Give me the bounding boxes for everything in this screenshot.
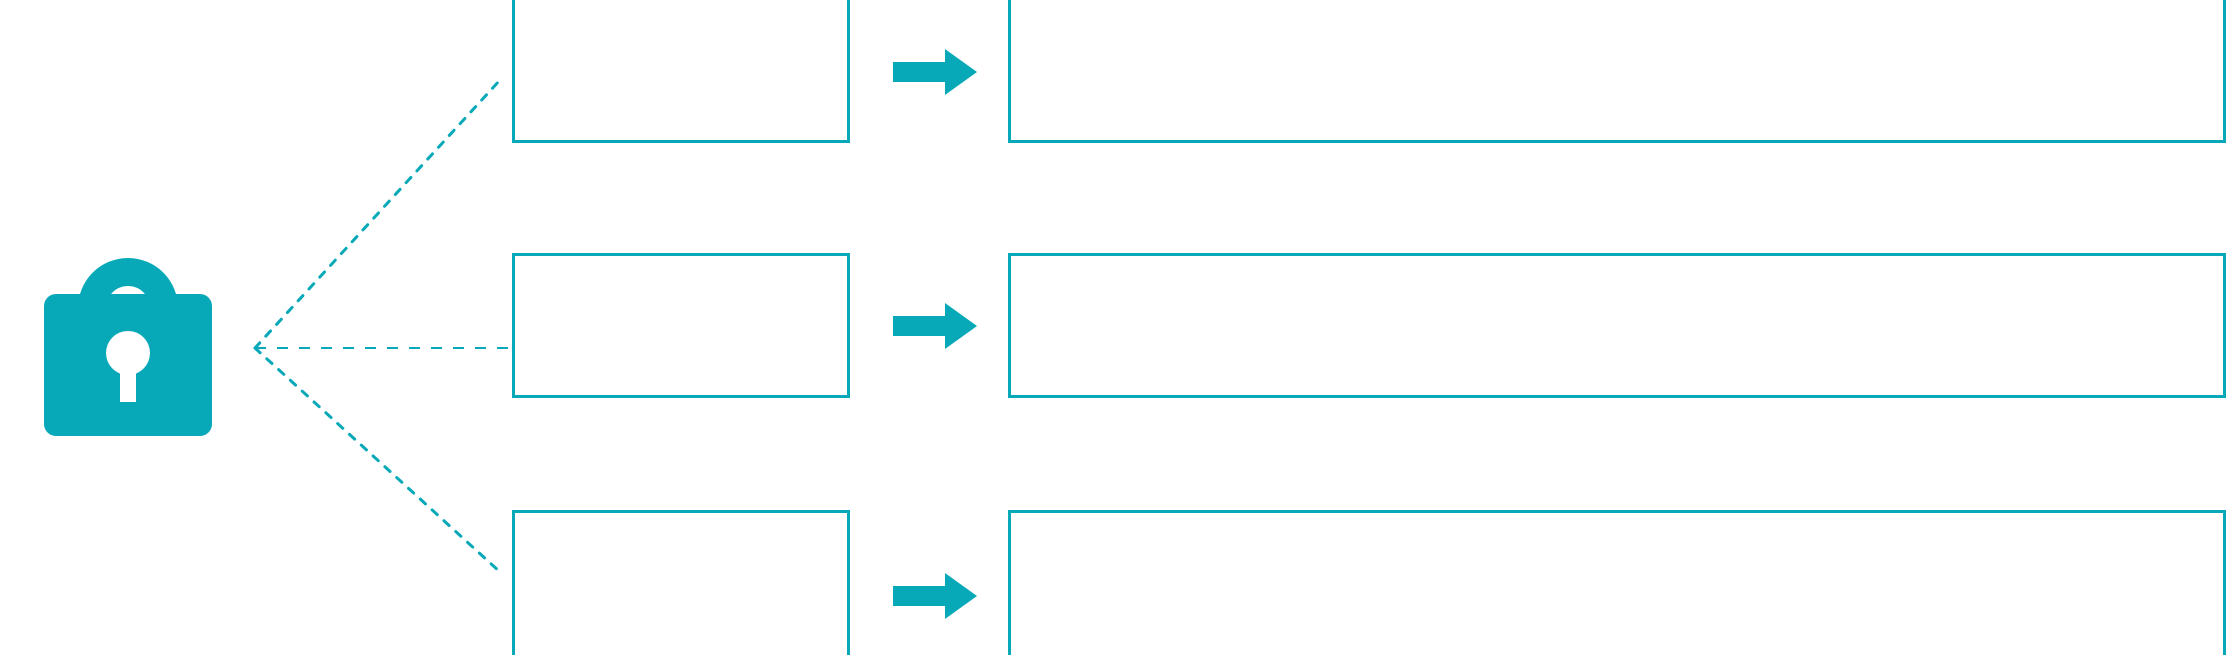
left-box-row-2[interactable] xyxy=(512,253,850,398)
arrow-right-icon-row-3 xyxy=(893,573,977,619)
left-box-row-1-text xyxy=(515,0,847,10)
right-box-row-3[interactable] xyxy=(1008,510,2226,655)
arrow-right-icon-row-1 xyxy=(893,49,977,95)
right-box-row-2-text xyxy=(1011,256,2223,276)
diagram-row xyxy=(0,253,2229,398)
right-box-row-3-text xyxy=(1011,513,2223,533)
right-box-row-2[interactable] xyxy=(1008,253,2226,398)
left-box-row-1[interactable] xyxy=(512,0,850,143)
diagram-row xyxy=(0,0,2229,143)
diagram-row xyxy=(0,510,2229,655)
left-box-row-3-text xyxy=(515,513,847,533)
left-box-row-2-text xyxy=(515,256,847,276)
arrow-right-icon-row-2 xyxy=(893,303,977,349)
right-box-row-1-text xyxy=(1011,0,2223,10)
left-box-row-3[interactable] xyxy=(512,510,850,655)
lock-icon xyxy=(28,208,228,448)
right-box-row-1[interactable] xyxy=(1008,0,2226,143)
